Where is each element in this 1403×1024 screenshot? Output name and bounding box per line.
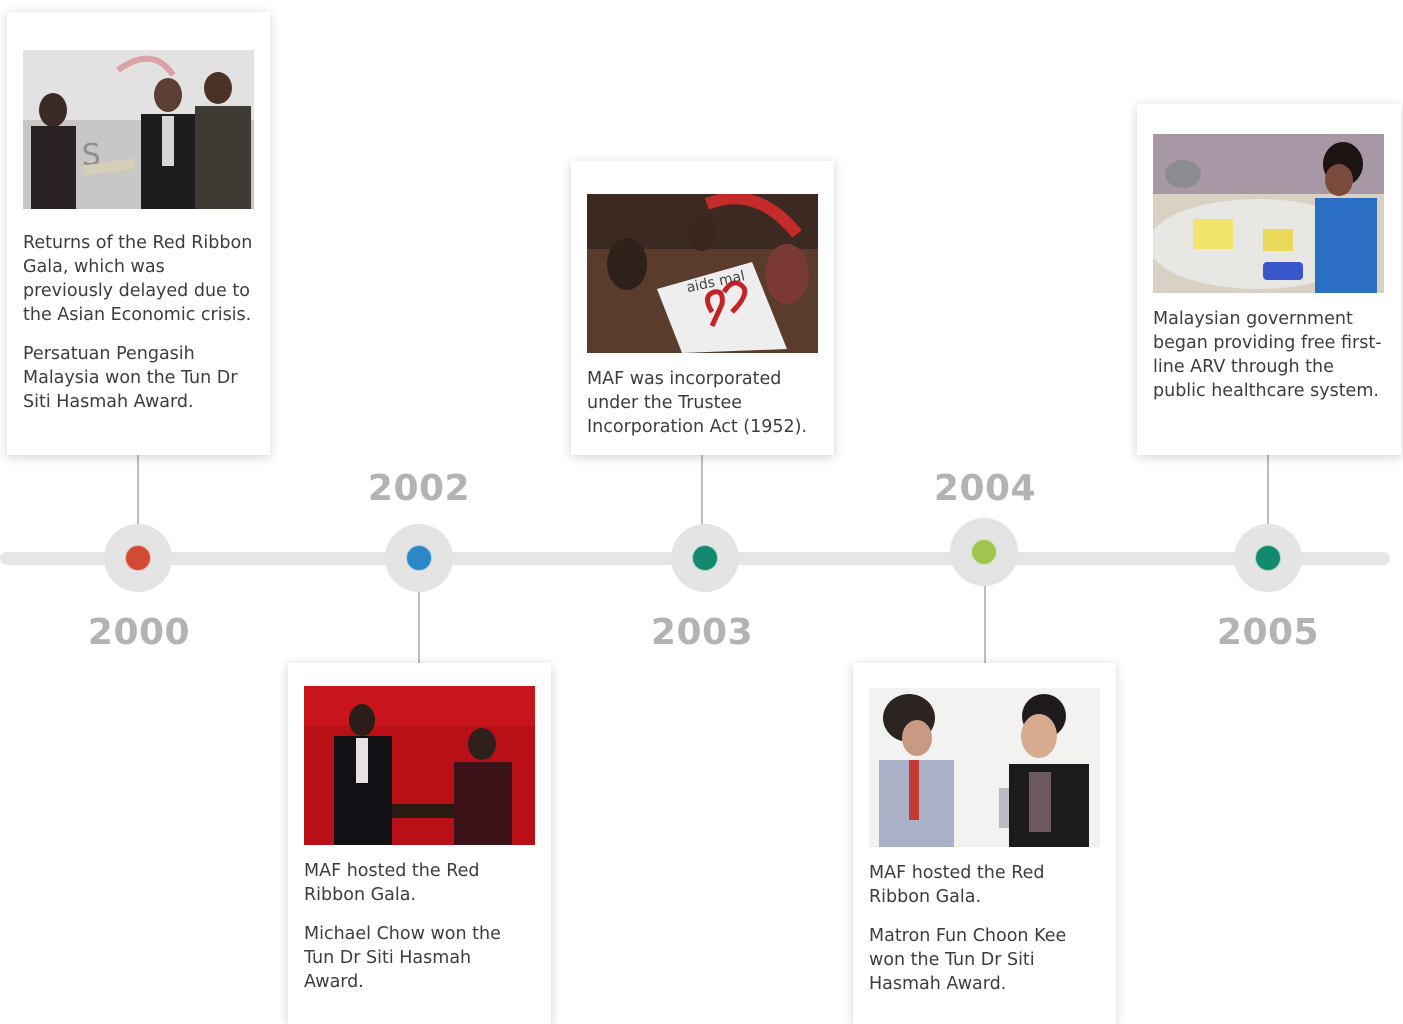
event-card-2005: Malaysian government began providing fre… [1137,104,1401,455]
award-ceremony-photo [869,688,1100,847]
timeline-node-2004 [950,518,1018,586]
event-text-2004-b: Matron Fun Choon Kee won the Tun Dr Siti… [869,926,1067,994]
aids-poster-photo: aids mal [587,194,818,353]
year-label-2005: 2005 [1216,612,1320,653]
timeline-node-2002 [385,524,453,592]
event-text-2004-a: MAF hosted the Red Ribbon Gala. [869,863,1045,907]
award-ceremony-photo: 0 S [23,50,254,209]
timeline-node-2005 [1234,524,1302,592]
connector-2002 [418,592,420,663]
timeline-dot-2005 [1255,545,1281,571]
event-text-2000-a: Returns of the Red Ribbon Gala, which wa… [23,233,253,325]
healthcare-worker-photo [1153,134,1384,293]
year-label-2003: 2003 [650,612,754,653]
timeline-dot-2000 [125,545,151,571]
timeline-dot-2004 [971,539,997,565]
timeline-node-2000 [104,524,172,592]
event-text-2002-a: MAF hosted the Red Ribbon Gala. [304,861,480,905]
event-text-2000-b: Persatuan Pengasih Malaysia won the Tun … [23,344,238,412]
year-label-2000: 2000 [87,612,191,653]
event-text-2002-b: Michael Chow won the Tun Dr Siti Hasmah … [304,924,501,992]
year-label-2002: 2002 [367,468,471,509]
award-ceremony-photo [304,686,535,845]
timeline-node-2003 [671,524,739,592]
event-card-2000: 0 S Returns of the Red Ribbon Gala, whic… [7,12,270,455]
connector-2005 [1267,455,1269,525]
event-text-2003: MAF was incorporated under the Trustee I… [587,369,808,437]
connector-2003 [701,455,703,525]
timeline-dot-2003 [692,545,718,571]
event-text-2005: Malaysian government began providing fre… [1153,309,1382,401]
year-label-2004: 2004 [933,468,1037,509]
event-card-2002: MAF hosted the Red Ribbon Gala. Michael … [288,663,551,1024]
event-card-2003: aids mal MAF was incorporated under the … [571,161,834,455]
timeline-dot-2002 [406,545,432,571]
event-card-2004: MAF hosted the Red Ribbon Gala. Matron F… [853,663,1116,1024]
connector-2004 [984,586,986,663]
connector-2000 [137,455,139,525]
